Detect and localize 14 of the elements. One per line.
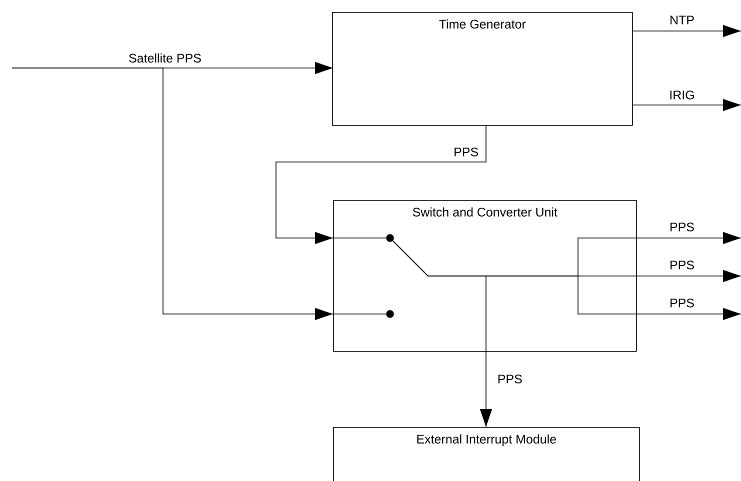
switch-contact [386, 234, 394, 242]
edge-label: Satellite PPS [128, 52, 202, 64]
edge-label: IRIG [668, 90, 696, 100]
arrow [392, 240, 492, 428]
edge-label: PPS [668, 298, 696, 308]
edge-label: PPS [668, 260, 696, 270]
edge-label: PPS [452, 146, 480, 158]
edge-label: PPS [496, 374, 524, 384]
block-box: External Interrupt Module [333, 427, 640, 481]
switch-contact [386, 310, 394, 318]
block-box: Time Generator [332, 12, 633, 126]
edge-label: PPS [668, 222, 696, 232]
block-box: Switch and Converter Unit [333, 200, 637, 352]
edge-label: NTP [668, 14, 696, 26]
